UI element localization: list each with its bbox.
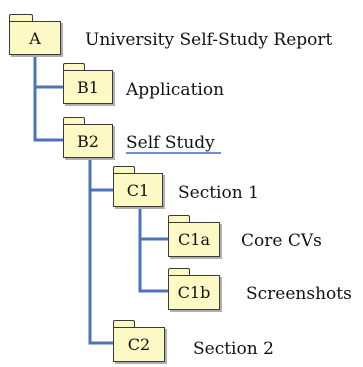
- connector-c1-c1a: [138, 205, 170, 241]
- folder-icon: C2: [113, 320, 165, 362]
- title-underline: [126, 152, 221, 154]
- node-code: C1b: [168, 275, 220, 310]
- connector-a-b1: [33, 53, 65, 89]
- folder-icon: A: [9, 14, 61, 55]
- node-title: Section 1: [178, 183, 259, 203]
- node-code: C1a: [168, 222, 220, 257]
- node-title: University Self-Study Report: [85, 30, 333, 50]
- node-code: B1: [63, 70, 113, 104]
- connector-b2-c2: [88, 188, 115, 345]
- node-title: Core CVs: [241, 231, 322, 251]
- folder-icon: B1: [63, 63, 113, 104]
- folder-icon: C1b: [168, 268, 220, 310]
- folder-icon: C1: [113, 166, 163, 207]
- node-code: C1: [113, 173, 163, 207]
- connector-a-b2: [33, 85, 65, 142]
- node-code: B2: [63, 124, 113, 158]
- node-code: C2: [113, 327, 165, 362]
- node-code: A: [9, 21, 61, 55]
- folder-icon: C1a: [168, 215, 220, 257]
- node-title: Section 2: [193, 339, 274, 359]
- node-title: Application: [126, 80, 225, 100]
- connector-c1-c1b: [138, 237, 170, 293]
- node-title: Screenshots: [246, 284, 352, 304]
- node-title: Self Study: [126, 133, 215, 153]
- connector-b2-c1: [88, 156, 115, 192]
- folder-icon: B2: [63, 117, 113, 158]
